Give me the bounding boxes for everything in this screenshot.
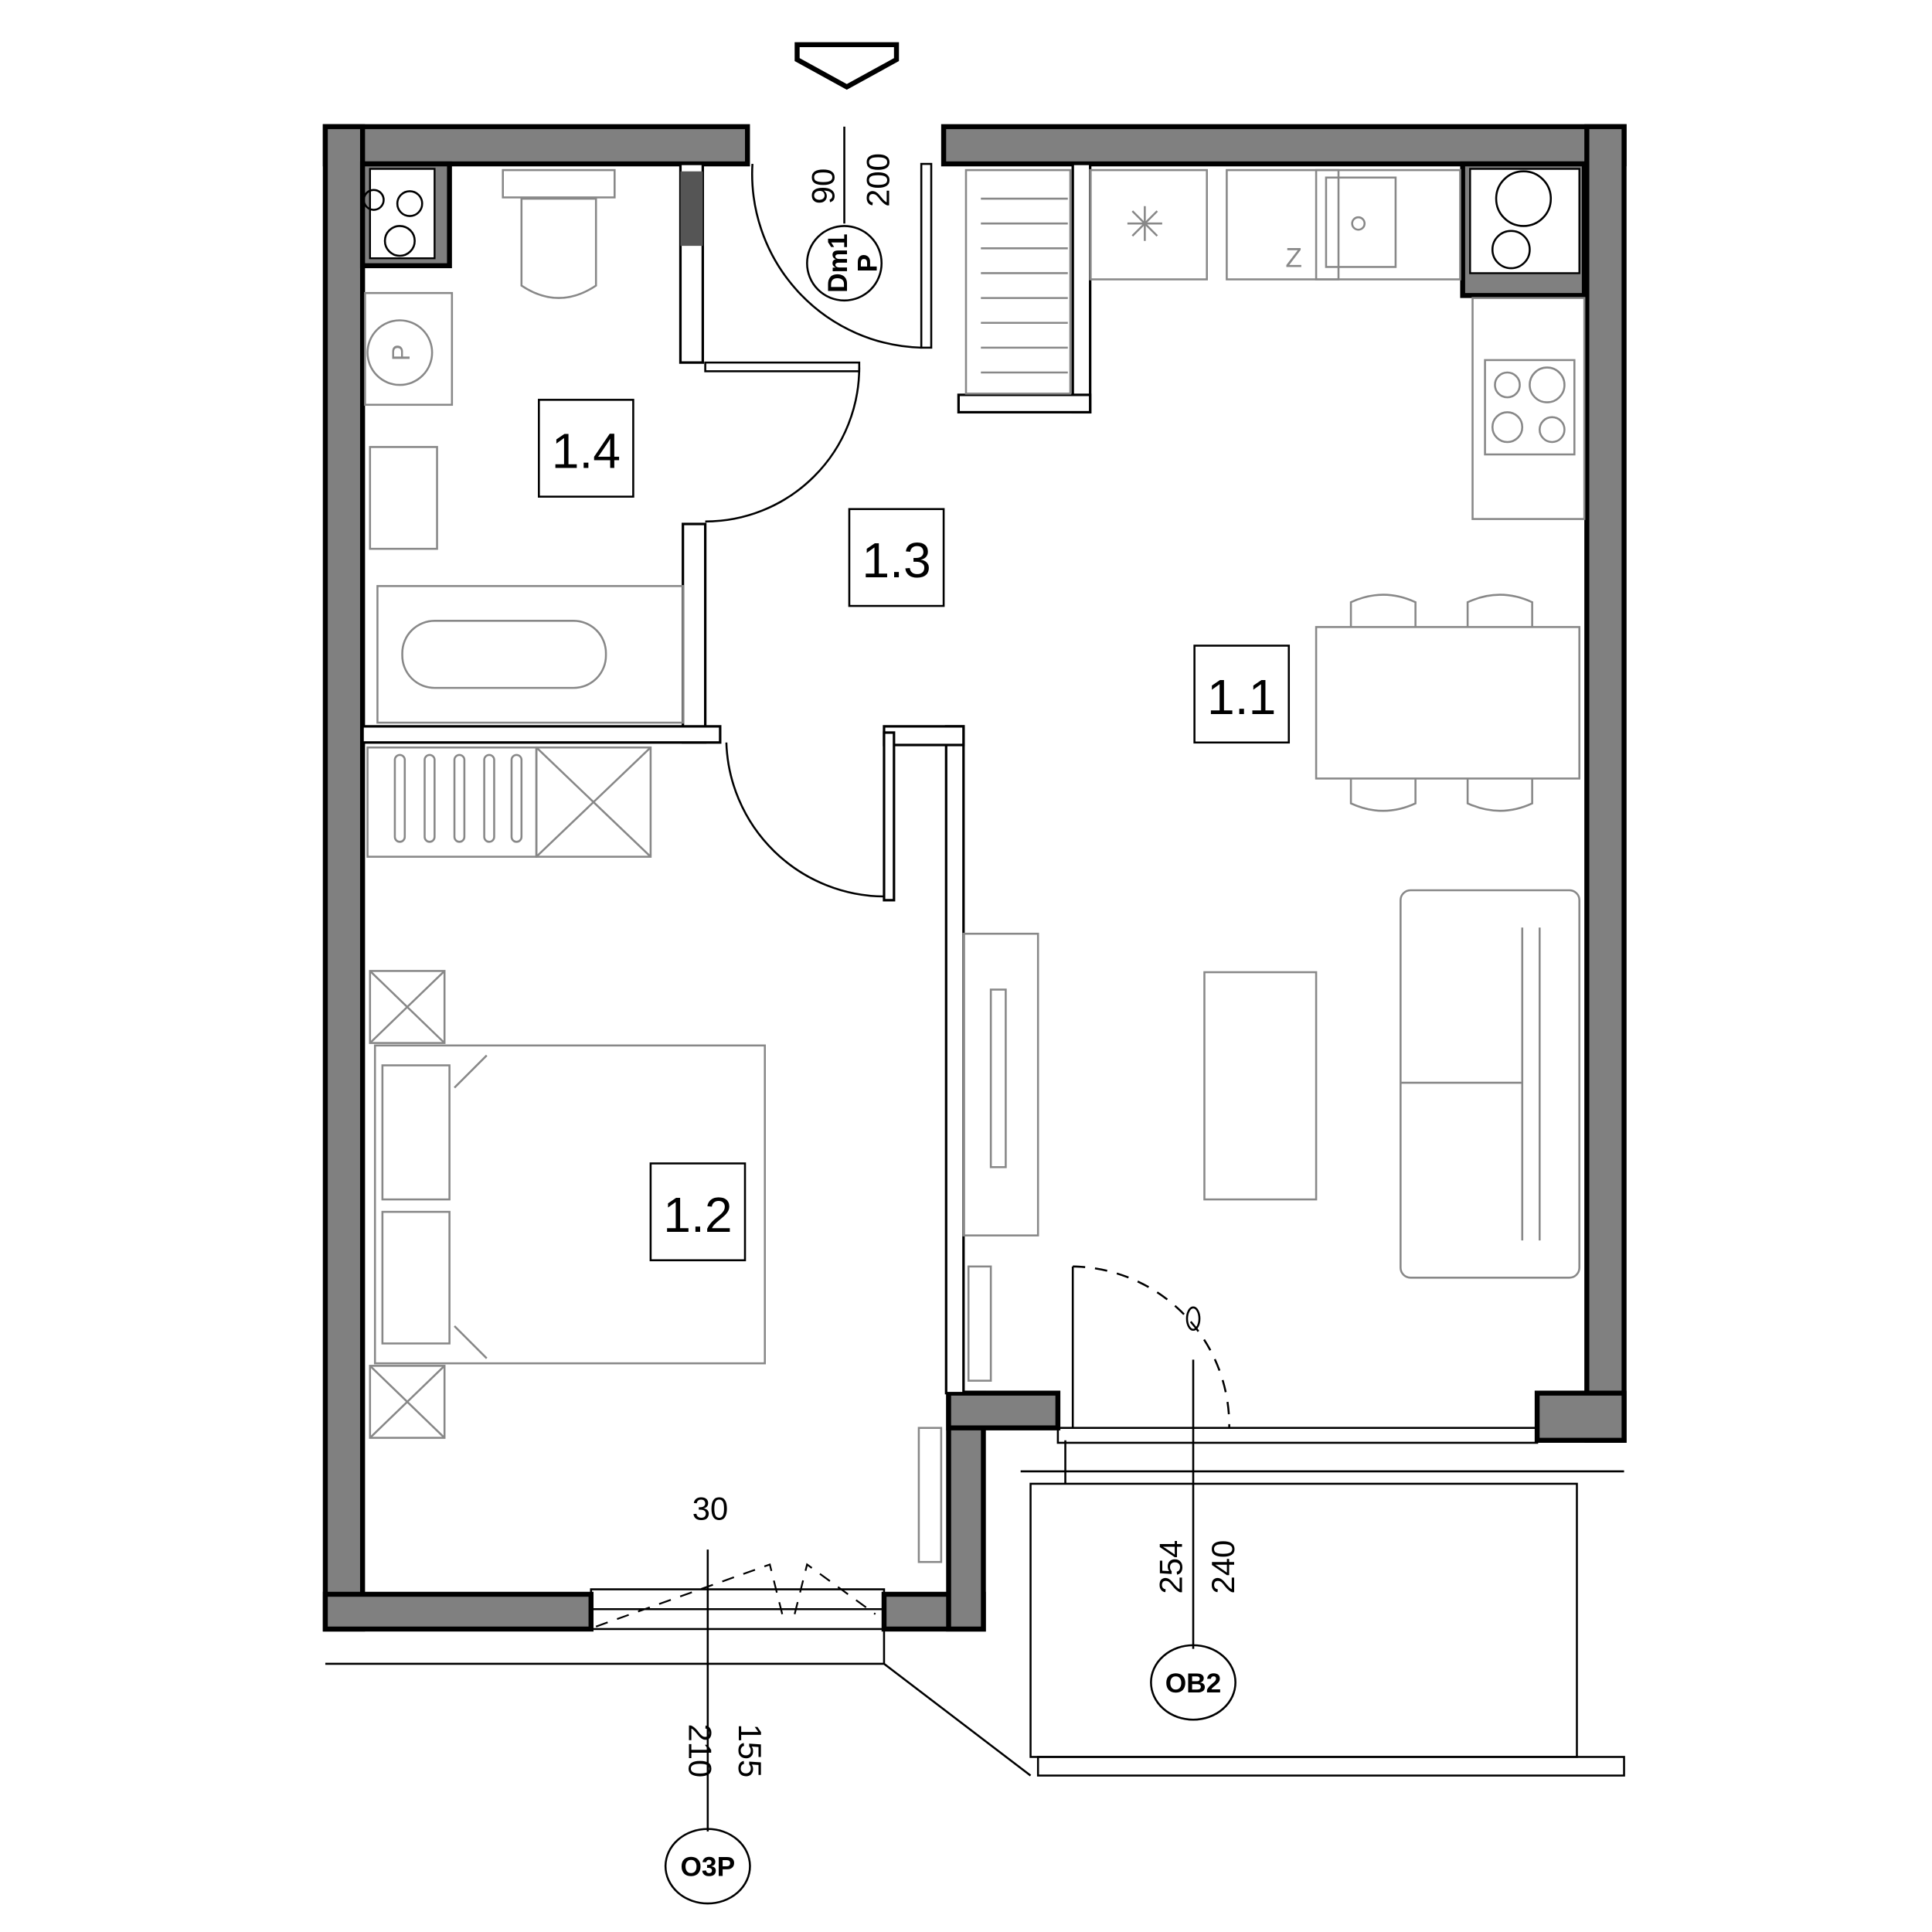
bathroom-fixtures: P — [362, 168, 684, 724]
room-number: 1.1 — [1207, 669, 1276, 725]
room-number: 1.3 — [862, 532, 930, 588]
entrance-arrow-icon — [794, 42, 900, 90]
kitchen: Z — [964, 168, 1586, 520]
room-label-1-3: 1.3 — [848, 508, 945, 607]
room-label-1-1: 1.1 — [1193, 645, 1291, 744]
door-width: 90 — [805, 168, 842, 204]
interior-walls — [361, 162, 1092, 1395]
door-variant: P — [852, 254, 883, 273]
fridge-label: Z — [1285, 243, 1302, 273]
balcony-door-type: OB2 — [1165, 1668, 1222, 1699]
window-height: 210 — [682, 1724, 719, 1778]
entrance-door-tag: 90 200 Dm1 P — [805, 126, 896, 302]
room-number: 1.2 — [663, 1187, 732, 1243]
room-label-1-4: 1.4 — [538, 399, 634, 498]
window-width: 155 — [732, 1724, 768, 1778]
room-number: 1.4 — [552, 423, 621, 479]
doors — [590, 162, 1539, 1631]
window-sill: 30 — [692, 1491, 728, 1527]
room-label-1-2: 1.2 — [649, 1162, 747, 1262]
door-type: Dm1 — [823, 233, 853, 293]
balcony-door-tag: 254 240 OB2 — [1150, 1306, 1241, 1721]
washing-machine-label: P — [387, 345, 415, 361]
bedroom-furniture — [366, 746, 943, 1563]
living-furniture — [962, 594, 1580, 1382]
exterior-walls — [322, 124, 1627, 1632]
balcony — [325, 1440, 1625, 1777]
door-height: 200 — [859, 153, 896, 207]
bedroom-window-tag: 30 155 210 O3P — [664, 1491, 768, 1905]
window-type: O3P — [680, 1852, 735, 1883]
balcony-door-height: 240 — [1205, 1540, 1241, 1594]
balcony-door-width: 254 — [1153, 1540, 1189, 1594]
